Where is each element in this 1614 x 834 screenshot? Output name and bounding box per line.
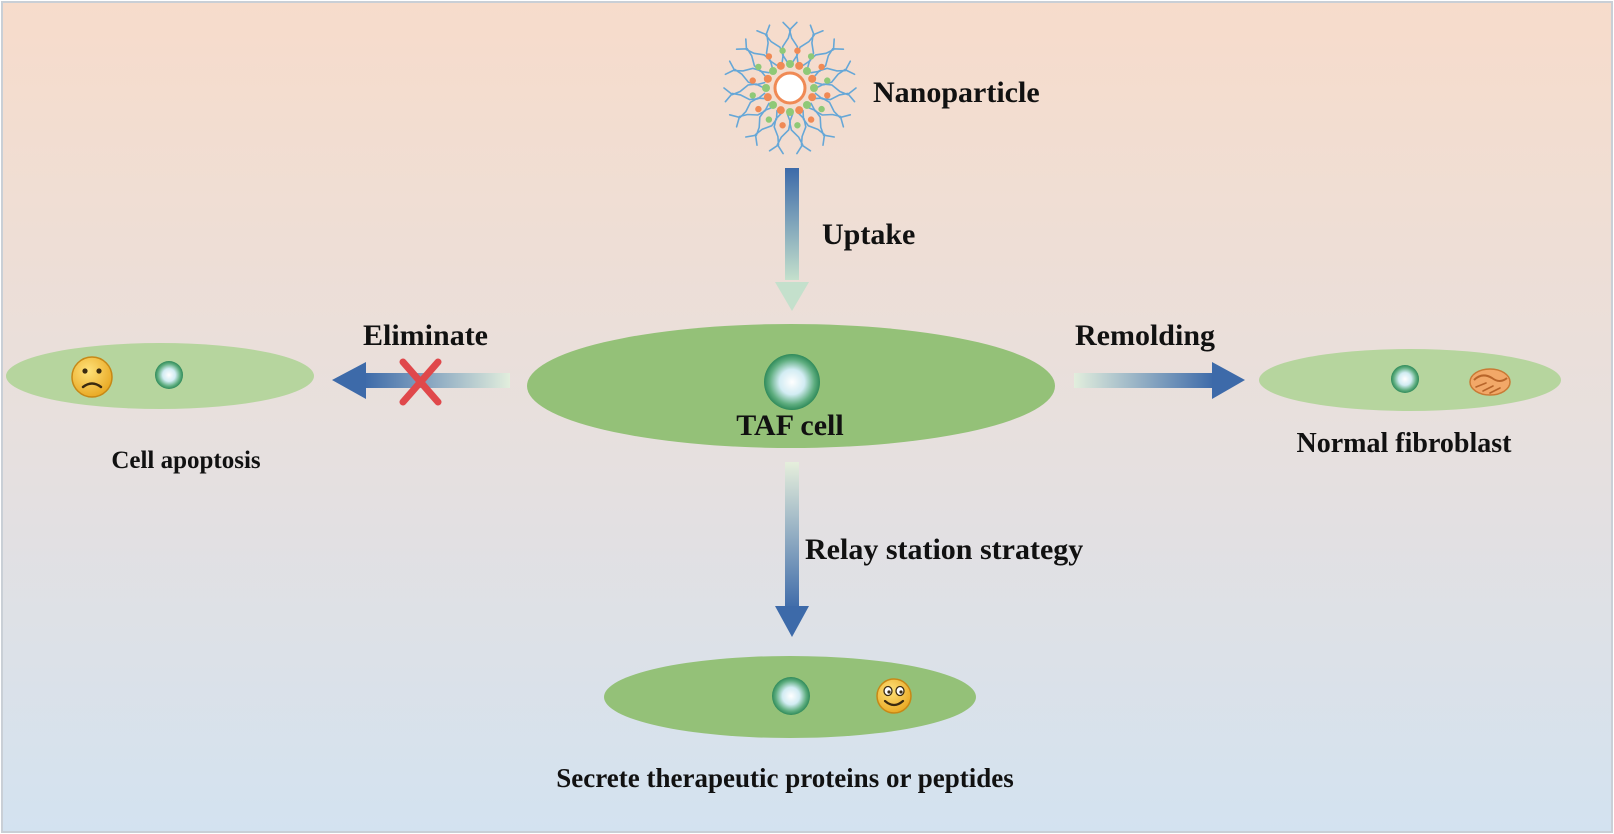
nanoparticle-head	[786, 60, 794, 68]
nanoparticle-head	[776, 106, 785, 115]
nanoparticle-chain	[735, 47, 770, 74]
nanoparticle-chain	[756, 29, 778, 67]
nanoparticle-chain	[724, 92, 766, 103]
remolding-label: Remolding	[1075, 319, 1215, 352]
uptake-arrow	[775, 168, 809, 311]
nanoparticle-core	[773, 71, 807, 105]
taf-cell	[527, 324, 1055, 448]
nanoparticle-chain	[812, 60, 852, 79]
nanoparticle-icon	[723, 21, 857, 155]
nanoparticle-head	[818, 105, 825, 113]
nanoparticle-head	[802, 100, 811, 109]
nanoparticle-head	[795, 61, 804, 70]
relay-arrow	[775, 462, 809, 637]
normal-fibroblast-label: Normal fibroblast	[1297, 428, 1513, 459]
relay-strategy-label: Relay station strategy	[805, 533, 1083, 566]
nanoparticle-head	[765, 53, 773, 60]
nanoparticle-head	[807, 53, 815, 60]
nanoparticle-head	[749, 92, 756, 99]
nanoparticle-head	[786, 108, 794, 116]
nanoparticle-label: Nanoparticle	[873, 76, 1040, 109]
nanoparticle-chain	[776, 113, 792, 155]
nanoparticle-head	[755, 63, 762, 71]
nanoparticle-chain	[812, 97, 852, 119]
nanoparticle-head	[763, 93, 772, 102]
nanoparticle-head	[776, 61, 785, 70]
nanoparticle-head	[779, 122, 786, 129]
taf-cell-label: TAF cell	[736, 409, 843, 442]
remolding-arrow	[1074, 362, 1245, 399]
eliminate-label: Eliminate	[363, 319, 488, 352]
fibroblast-nucleus	[1391, 365, 1419, 393]
smiling-face-icon	[876, 678, 912, 714]
nanoparticle-head	[755, 105, 762, 113]
nanoparticle-chain	[735, 102, 770, 128]
nanoparticle-chain	[724, 68, 766, 86]
cell-apoptosis-label: Cell apoptosis	[111, 447, 261, 474]
nanoparticle-head	[802, 67, 811, 76]
nanoparticle-head	[824, 92, 831, 99]
nanoparticle-chain	[754, 109, 778, 146]
nanoparticle-chain	[806, 38, 836, 70]
handshake-icon	[1469, 368, 1511, 396]
sad-face-icon	[71, 356, 113, 398]
apoptotic-cell-nucleus	[155, 361, 183, 389]
nanoparticle-head	[769, 67, 778, 76]
nanoparticle-head	[818, 63, 825, 71]
secreting-cell-nucleus	[772, 677, 810, 715]
eliminate-arrow	[332, 362, 510, 399]
nanoparticle-head	[769, 100, 778, 109]
nanoparticle-head	[808, 93, 817, 102]
nanoparticle-head	[762, 84, 770, 92]
uptake-label: Uptake	[822, 218, 915, 251]
nanoparticle-head	[749, 77, 756, 84]
apoptotic-cell	[6, 343, 314, 409]
nanoparticle-head	[794, 47, 801, 54]
nanoparticle-head	[824, 77, 831, 84]
nanoparticle-head	[810, 84, 818, 92]
taf-cell-nucleus	[764, 354, 820, 410]
nanoparticle-chain	[814, 68, 856, 86]
secreting-cell	[604, 656, 976, 738]
nanoparticle-head	[765, 116, 773, 123]
nanoparticle-head	[794, 122, 801, 129]
nanoparticle-chain	[806, 106, 836, 138]
nanoparticle-head	[807, 116, 815, 123]
nanoparticle-chain	[781, 21, 792, 63]
nanoparticle-chain	[797, 111, 812, 152]
nanoparticle-head	[808, 74, 817, 83]
secrete-label: Secrete therapeutic proteins or peptides	[556, 763, 1013, 793]
nanoparticle-chain	[795, 24, 816, 65]
nanoparticle-head	[763, 74, 772, 83]
nanoparticle-head	[795, 106, 804, 115]
nanoparticle-head	[779, 47, 786, 54]
normal-fibroblast-cell	[1259, 349, 1561, 411]
red-cross-icon	[399, 358, 442, 406]
